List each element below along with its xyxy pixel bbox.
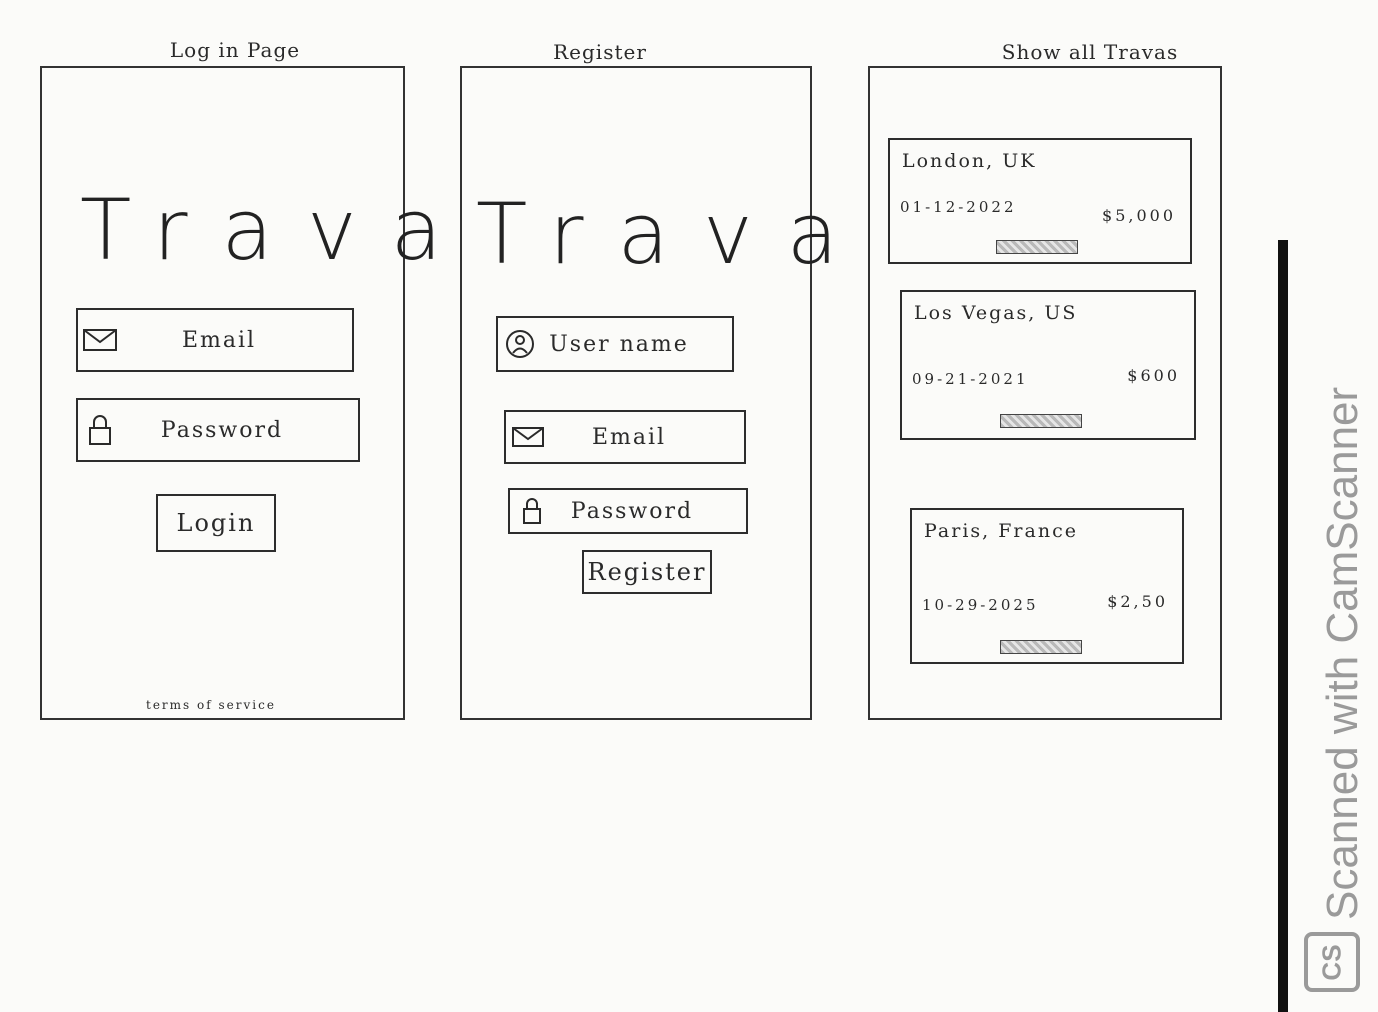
trips-page-caption: Show all Travas (1001, 40, 1179, 64)
login-email-field[interactable]: Email (76, 308, 354, 372)
camscanner-watermark: Scanned with CamScanner CS (1304, 330, 1367, 1010)
trip-price: $2,50 (1107, 592, 1168, 611)
paper-edge (1278, 240, 1288, 1012)
login-email-label: Email (181, 327, 257, 353)
trips-page-frame: London, UK 01-12-2022 $5,000 Los Vegas, … (868, 66, 1222, 720)
login-password-field[interactable]: Password (76, 398, 360, 462)
register-username-field[interactable]: User name (496, 316, 734, 372)
user-icon (498, 329, 542, 359)
trip-view-button[interactable] (1000, 414, 1082, 428)
terms-of-service-link[interactable]: terms of service (146, 698, 276, 712)
trip-date: 09-21-2021 (912, 370, 1029, 388)
trip-destination: Los Vegas, US (914, 302, 1078, 324)
trip-price: $5,000 (1102, 206, 1176, 225)
trip-destination: London, UK (902, 150, 1037, 172)
trip-card[interactable]: Los Vegas, US 09-21-2021 $600 (900, 290, 1196, 440)
register-username-label: User name (549, 331, 689, 357)
login-password-label: Password (160, 417, 284, 443)
trip-date: 10-29-2025 (922, 596, 1039, 614)
register-password-label: Password (570, 498, 694, 524)
lock-icon (78, 414, 122, 446)
trip-card[interactable]: Paris, France 10-29-2025 $2,50 (910, 508, 1184, 664)
login-page-frame: Trava Email Password Login terms of serv… (40, 66, 442, 720)
login-button[interactable]: Login (156, 494, 276, 552)
trip-price: $600 (1127, 366, 1180, 385)
register-email-label: Email (591, 424, 667, 450)
login-page-caption: Log in Page (169, 38, 301, 62)
register-brand-logo: Trava (476, 185, 873, 283)
trip-view-button[interactable] (1000, 640, 1082, 654)
login-brand-logo: Trava (80, 181, 477, 279)
register-password-field[interactable]: Password (508, 488, 748, 534)
lock-icon (510, 497, 554, 525)
envelope-icon (506, 427, 550, 447)
trip-destination: Paris, France (924, 520, 1078, 542)
register-page-frame: Trava User name Email Password Register (460, 66, 838, 720)
trip-date: 01-12-2022 (900, 198, 1017, 216)
envelope-icon (78, 329, 122, 351)
trip-view-button[interactable] (996, 240, 1078, 254)
watermark-text: Scanned with CamScanner (1318, 386, 1367, 920)
trip-card[interactable]: London, UK 01-12-2022 $5,000 (888, 138, 1192, 264)
camscanner-logo-icon: CS (1304, 932, 1360, 992)
register-page-caption: Register (553, 40, 647, 64)
watermark-logo-text: CS (1316, 943, 1347, 981)
register-button[interactable]: Register (582, 550, 712, 594)
register-email-field[interactable]: Email (504, 410, 746, 464)
